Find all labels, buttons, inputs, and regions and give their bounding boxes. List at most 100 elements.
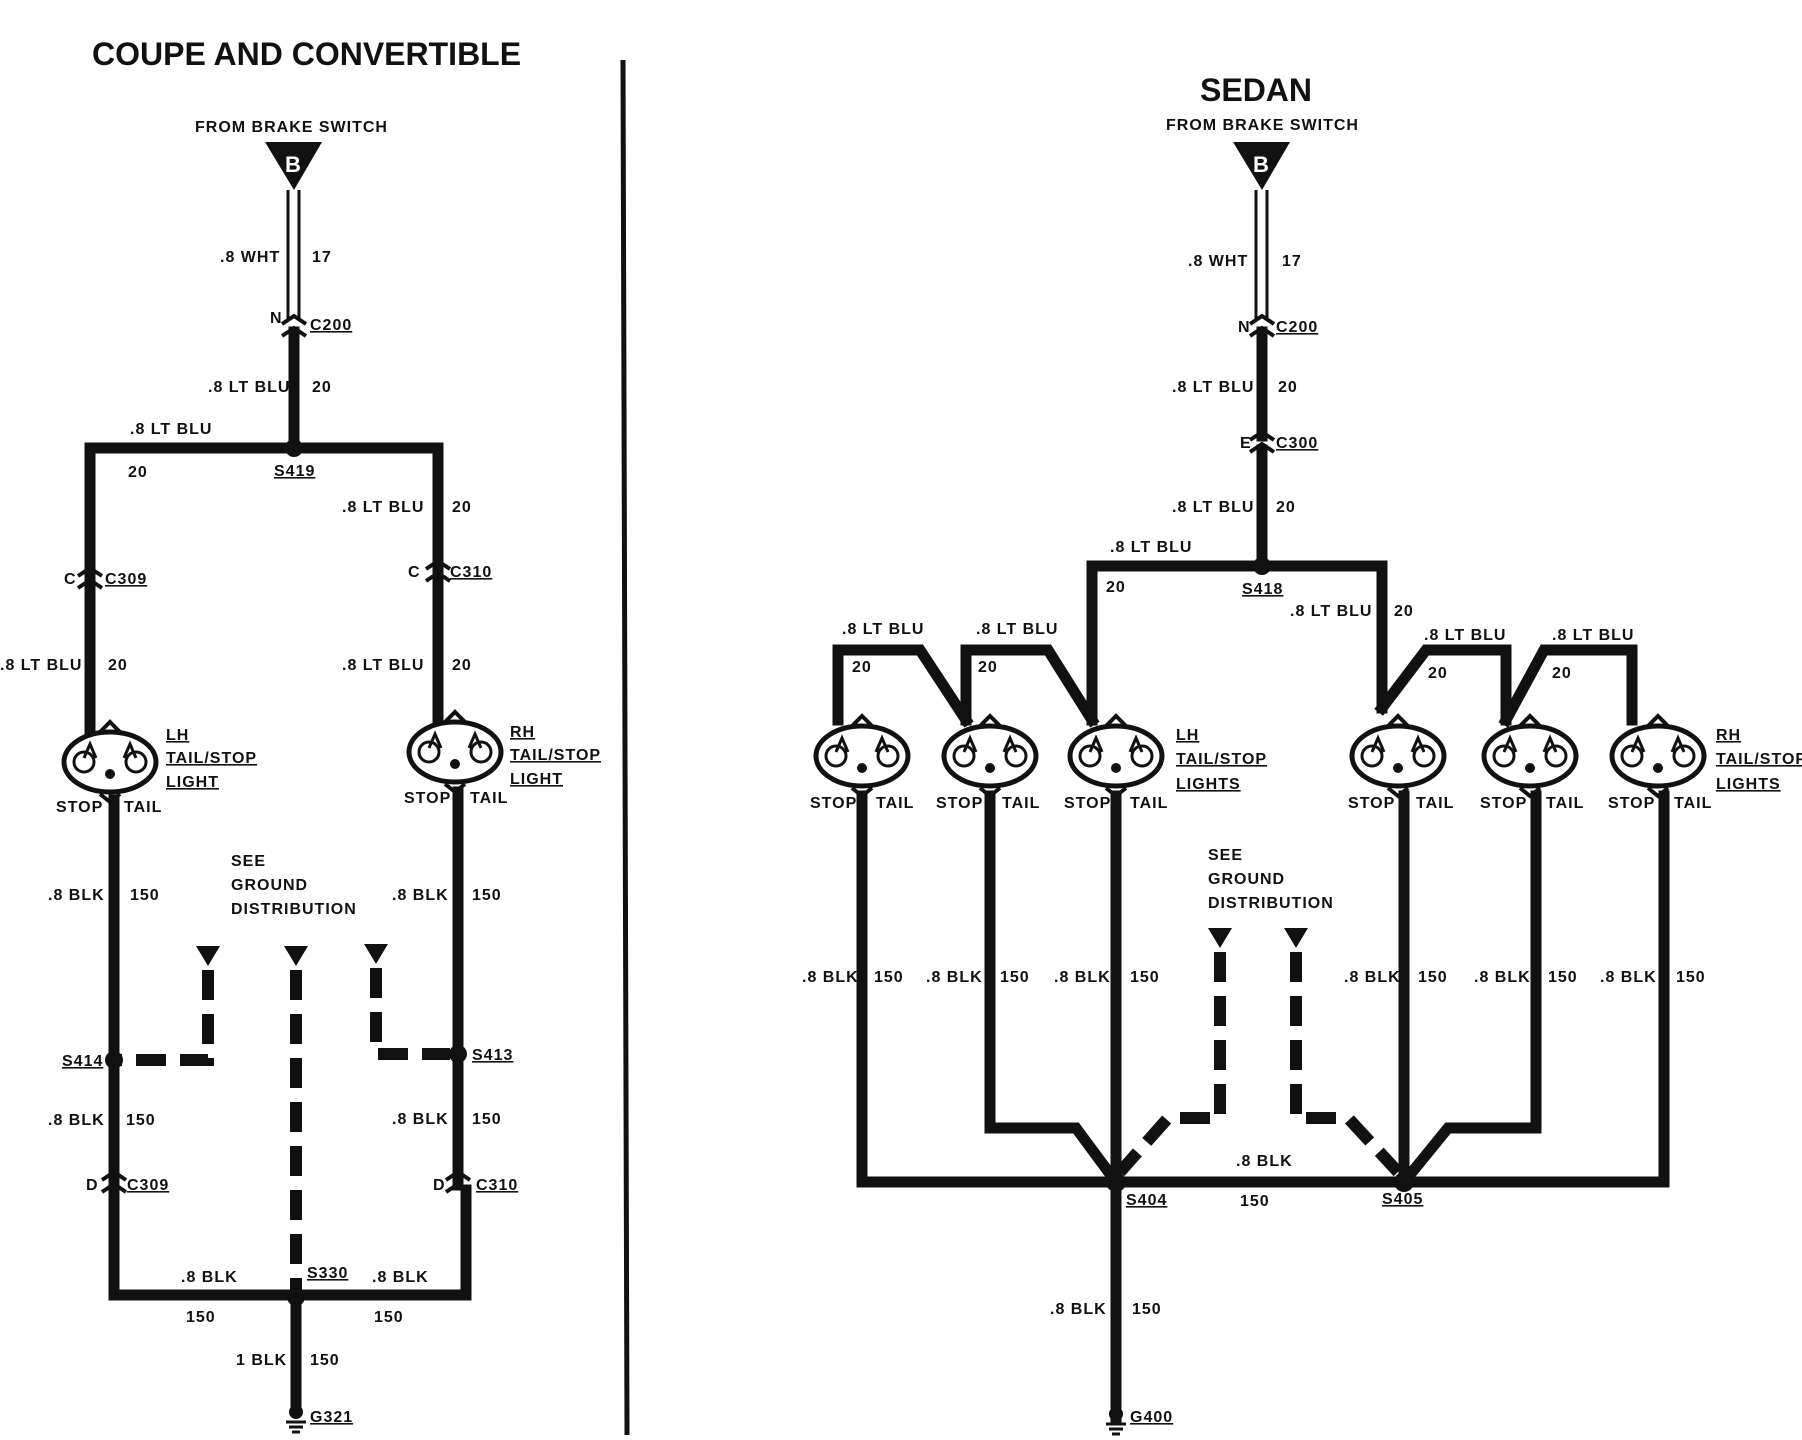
left-source-triangle [265, 142, 322, 190]
left-rh3: LIGHT [510, 771, 563, 788]
right-tail-3: TAIL [1130, 795, 1168, 812]
left-d310-pin: D [433, 1177, 446, 1194]
left-s414: S414 [62, 1053, 103, 1070]
right-a1: .8 LT BLU [842, 621, 924, 638]
right-gn: 150 [1132, 1301, 1162, 1318]
right-splice-s405 [1394, 1172, 1414, 1192]
right-stop-6: STOP [1608, 795, 1655, 812]
sedan-rh-lamp-3 [1612, 716, 1704, 796]
left-s330: S330 [307, 1265, 348, 1282]
left-bln: 150 [130, 887, 160, 904]
left-rh-tail: TAIL [470, 790, 508, 807]
right-s418: S418 [1242, 581, 1283, 598]
left-c309: C309 [105, 571, 147, 588]
right-stop-1: STOP [810, 795, 857, 812]
right-w2: .8 LT BLU [1172, 499, 1254, 516]
left-w1: .8 LT BLU [208, 379, 290, 396]
right-wln: 20 [1106, 579, 1126, 596]
rh-lamp [409, 712, 501, 792]
left-lh1: LH [166, 727, 189, 744]
right-a3n: 20 [1428, 665, 1448, 682]
right-blk-4: .8 BLK [1344, 969, 1401, 986]
left-c309-pin: C [64, 571, 77, 588]
right-c300: C300 [1276, 435, 1318, 452]
right-lh1: LH [1176, 727, 1199, 744]
left-bb2n: 150 [374, 1309, 404, 1326]
right-blk-1: .8 BLK [802, 969, 859, 986]
right-a4n: 20 [1552, 665, 1572, 682]
left-s419: S419 [274, 463, 315, 480]
right-mid: .8 BLK [1236, 1153, 1293, 1170]
left-bl: .8 BLK [48, 887, 105, 904]
left-splice-s414 [105, 1051, 123, 1069]
right-s405: S405 [1382, 1191, 1423, 1208]
right-150-6: 150 [1676, 969, 1706, 986]
sedan-rh-lamp-2 [1484, 716, 1576, 796]
right-source-letter: B [1253, 152, 1269, 177]
right-wht: .8 WHT [1188, 253, 1248, 270]
left-ckt17: 17 [312, 249, 332, 266]
right-wl: .8 LT BLU [1110, 539, 1192, 556]
right-lh3: LIGHTS [1176, 776, 1241, 793]
right-blk-6: .8 BLK [1600, 969, 1657, 986]
right-a4: .8 LT BLU [1552, 627, 1634, 644]
left-lh2: TAIL/STOP [166, 750, 257, 767]
left-wl: .8 LT BLU [130, 421, 212, 438]
left-c310-pin: C [408, 564, 421, 581]
left-wr2n: 20 [452, 657, 472, 674]
right-title: SEDAN [1200, 72, 1312, 108]
right-blk-3: .8 BLK [1054, 969, 1111, 986]
right-ground-symbol [1104, 1422, 1128, 1436]
right-ckt17: 17 [1282, 253, 1302, 270]
right-s404: S404 [1126, 1192, 1167, 1209]
left-title: COUPE AND CONVERTIBLE [92, 36, 521, 72]
left-d309: C309 [127, 1177, 169, 1194]
left-bl2: .8 BLK [48, 1112, 105, 1129]
left-c200: C200 [310, 317, 352, 334]
right-splice-s418 [1253, 557, 1271, 575]
right-rh3: LIGHTS [1716, 776, 1781, 793]
right-rh2: TAIL/STOP [1716, 751, 1802, 768]
right-stop-2: STOP [936, 795, 983, 812]
left-splice-s419 [285, 439, 303, 457]
left-rh-stop: STOP [404, 790, 451, 807]
right-a2: .8 LT BLU [976, 621, 1058, 638]
sedan-lh-lamp-3 [1070, 716, 1162, 796]
sedan-panel: SEDAN FROM BRAKE SWITCH B .8 WHT 17 N C2… [802, 72, 1802, 1436]
right-150-4: 150 [1418, 969, 1448, 986]
right-w1n: 20 [1278, 379, 1298, 396]
lh-lamp [64, 722, 156, 802]
left-bb: .8 BLK [181, 1269, 238, 1286]
left-rh1: RH [510, 724, 535, 741]
right-wrn: 20 [1394, 603, 1414, 620]
left-br2n: 150 [472, 1111, 502, 1128]
right-rh1: RH [1716, 727, 1741, 744]
left-brn: 150 [472, 887, 502, 904]
right-150-1: 150 [874, 969, 904, 986]
left-bbn: 150 [186, 1309, 216, 1326]
right-see3: DISTRIBUTION [1208, 895, 1334, 912]
left-lh-tail: TAIL [124, 799, 162, 816]
right-tail-6: TAIL [1674, 795, 1712, 812]
sedan-lh-lamp-1 [816, 716, 908, 796]
right-wr: .8 LT BLU [1290, 603, 1372, 620]
right-see1: SEE [1208, 847, 1243, 864]
left-see1: SEE [231, 853, 266, 870]
right-stop-3: STOP [1064, 795, 1111, 812]
right-splice-s404 [1106, 1172, 1126, 1192]
right-a2n: 20 [978, 659, 998, 676]
right-stop-5: STOP [1480, 795, 1527, 812]
right-tail-4: TAIL [1416, 795, 1454, 812]
left-splice-s413 [449, 1045, 467, 1063]
left-source-label: FROM BRAKE SWITCH [195, 119, 388, 136]
right-c200-pin: N [1238, 319, 1251, 336]
left-see2: GROUND [231, 877, 308, 894]
right-a1n: 20 [852, 659, 872, 676]
left-c200-pin: N [270, 310, 283, 327]
left-bb2: .8 BLK [372, 1269, 429, 1286]
left-lh-stop: STOP [56, 799, 103, 816]
left-d310: C310 [476, 1177, 518, 1194]
sedan-lh-lamp-2 [944, 716, 1036, 796]
right-midn: 150 [1240, 1193, 1270, 1210]
